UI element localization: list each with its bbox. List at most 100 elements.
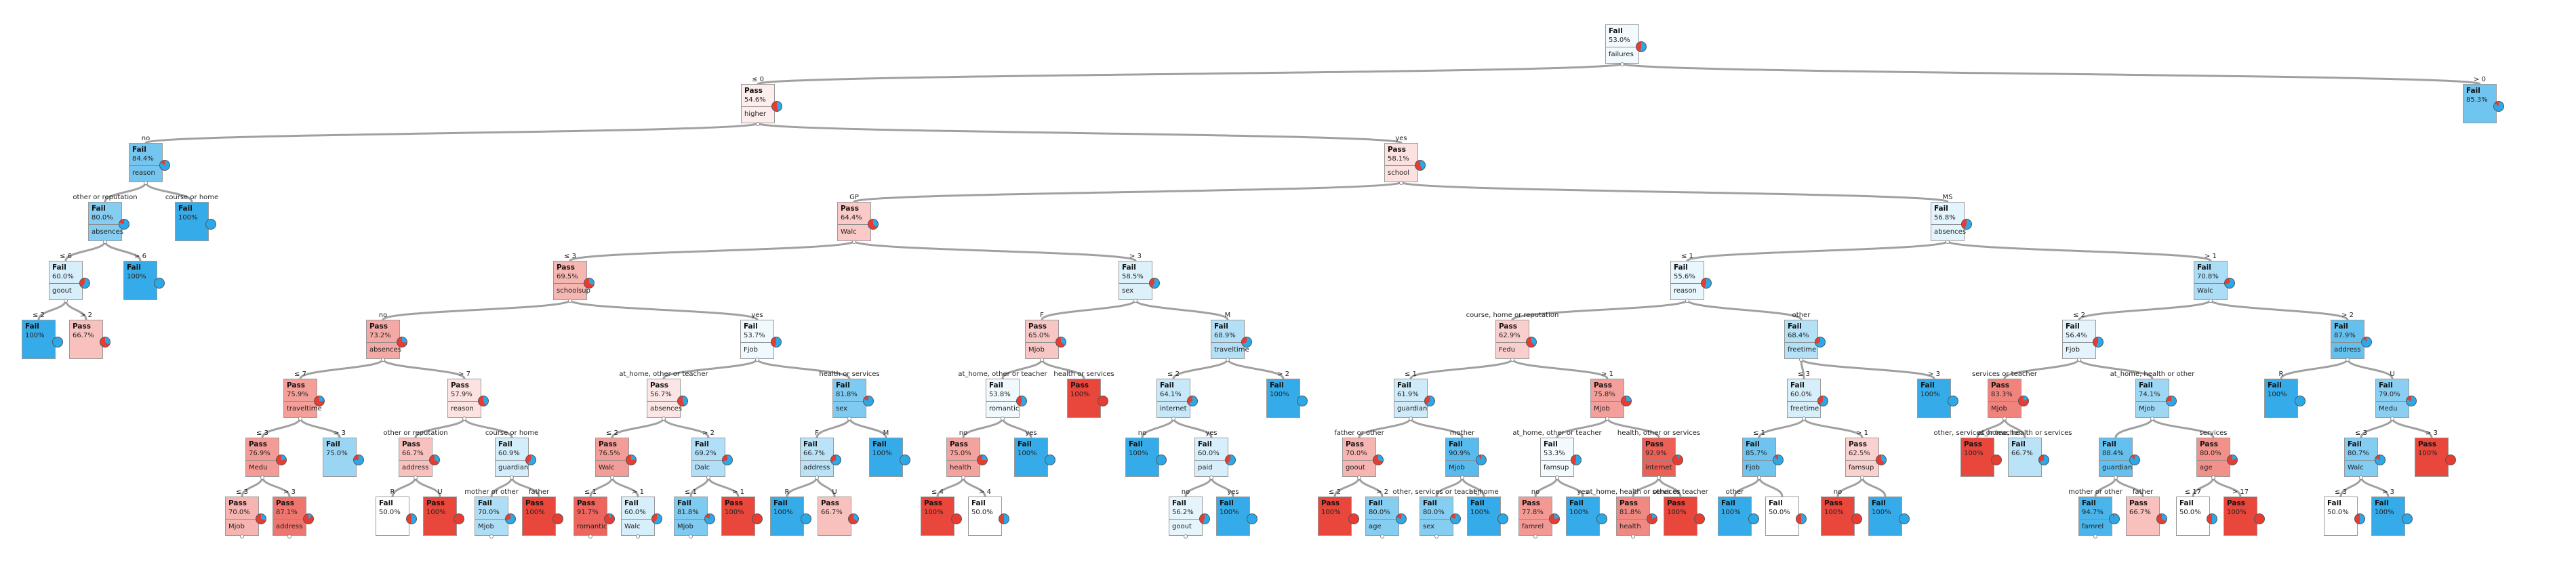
expand-handle[interactable] [1380,534,1384,539]
expand-handle[interactable] [662,417,666,421]
expand-handle[interactable] [1357,476,1361,480]
expand-handle[interactable] [756,122,760,126]
expand-handle[interactable] [706,476,710,480]
expand-handle[interactable] [144,181,148,185]
expand-handle[interactable] [1860,476,1864,480]
expand-handle[interactable] [1040,358,1044,362]
expand-handle[interactable] [815,476,819,480]
expand-handle[interactable] [1209,476,1213,480]
expand-handle[interactable] [2209,299,2213,303]
expand-handle[interactable] [1620,62,1624,66]
expand-handle[interactable] [2114,476,2118,480]
expand-handle[interactable] [2359,476,2363,480]
expand-handle[interactable] [414,476,418,480]
expand-handle[interactable] [588,534,592,539]
expand-handle[interactable] [2211,476,2215,480]
expand-handle[interactable] [2093,534,2097,539]
expand-handle[interactable] [64,299,68,303]
expand-handle[interactable] [1799,358,1803,362]
expand-handle[interactable] [1001,417,1005,421]
expand-handle[interactable] [1631,534,1635,539]
expand-handle[interactable] [1757,476,1761,480]
expand-handle[interactable] [489,534,494,539]
expand-handle[interactable] [610,476,614,480]
expand-handle[interactable] [961,476,965,480]
expand-handle[interactable] [510,476,514,480]
expand-handle[interactable] [2077,358,2081,362]
expand-handle[interactable] [1226,358,1230,362]
expand-handle[interactable] [1605,417,1609,421]
expand-handle[interactable] [852,240,856,244]
expand-handle[interactable] [1434,534,1438,539]
expand-handle[interactable] [2003,417,2007,421]
expand-handle[interactable] [755,358,759,362]
expand-handle[interactable] [847,417,851,421]
expand-handle[interactable] [298,417,302,421]
expand-handle[interactable] [2390,417,2394,421]
expand-handle[interactable] [1171,417,1175,421]
expand-handle[interactable] [636,534,640,539]
expand-handle[interactable] [462,417,466,421]
expand-handle[interactable] [1399,181,1403,185]
expand-handle[interactable] [1946,240,1950,244]
